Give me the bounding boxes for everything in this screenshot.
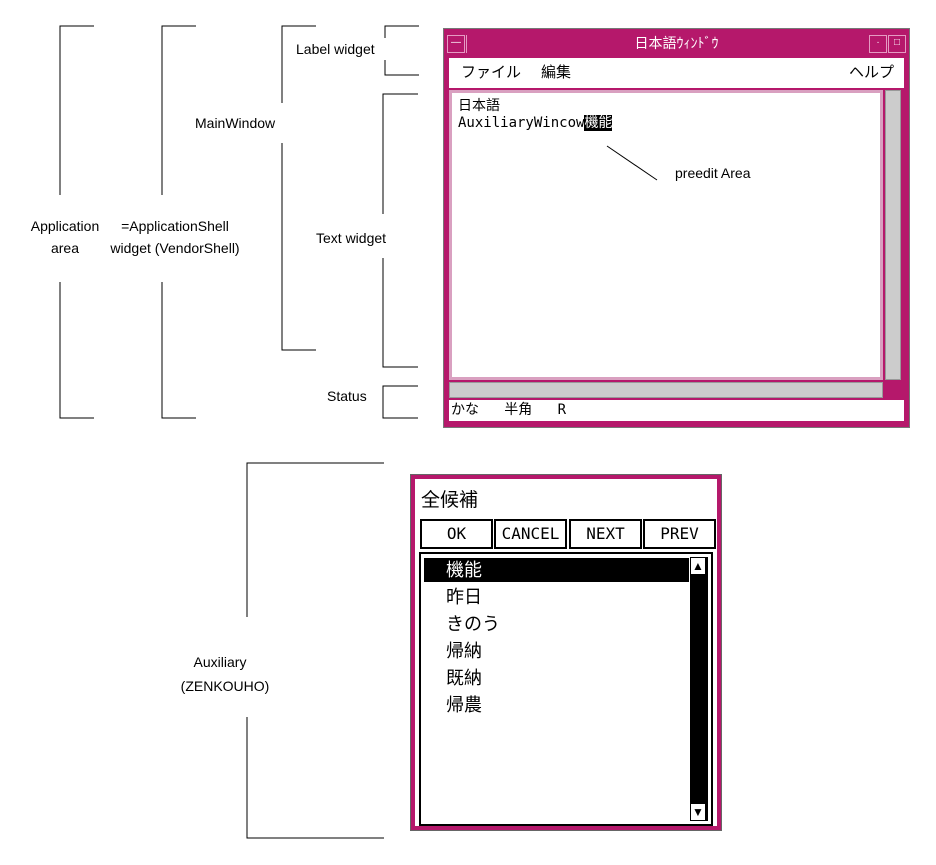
prev-button[interactable]: PREV bbox=[643, 519, 716, 549]
scroll-down-arrow-icon[interactable]: ▼ bbox=[690, 803, 706, 821]
horizontal-scrollbar[interactable] bbox=[449, 382, 883, 398]
next-button[interactable]: NEXT bbox=[569, 519, 642, 549]
vertical-scrollbar[interactable] bbox=[885, 90, 901, 380]
status-area: かな 半角 R bbox=[449, 400, 904, 421]
window-title: 日本語ｳｨﾝﾄﾞｳ bbox=[466, 35, 887, 53]
japanese-window: — 日本語ｳｨﾝﾄﾞｳ · □ ファイル 編集 ヘルプ 日本語 Auxiliar… bbox=[443, 28, 910, 428]
preedit-area-label: preedit Area bbox=[675, 165, 751, 181]
candidate-item[interactable]: 昨日 bbox=[446, 587, 482, 607]
minimize-button[interactable]: · bbox=[869, 35, 887, 53]
label-widget-label: Label widget bbox=[296, 38, 396, 60]
text-widget[interactable]: 日本語 AuxiliaryWincow機能 bbox=[449, 90, 883, 380]
auxiliary-window: 全候補 OK CANCEL NEXT PREV 機能 昨日 きのう 帰納 既納 … bbox=[410, 474, 722, 831]
application-shell-label: =ApplicationShell widget (VendorShell) bbox=[110, 215, 240, 259]
window-menu-button[interactable]: — bbox=[447, 35, 465, 53]
candidate-item[interactable]: 帰納 bbox=[446, 641, 482, 661]
status-hankaku: 半角 bbox=[504, 402, 533, 418]
candidate-list: 機能 昨日 きのう 帰納 既納 帰農 ▲ ▼ bbox=[419, 552, 713, 826]
ok-button[interactable]: OK bbox=[420, 519, 493, 549]
preedit-text: 機能 bbox=[584, 115, 613, 131]
text-line-1: 日本語 bbox=[458, 98, 500, 114]
preedit-pointer-line bbox=[606, 145, 658, 181]
scroll-up-arrow-icon[interactable]: ▲ bbox=[690, 557, 706, 575]
menu-help[interactable]: ヘルプ bbox=[848, 64, 894, 81]
candidate-item[interactable]: 帰農 bbox=[446, 695, 482, 715]
status-label: Status bbox=[327, 385, 377, 407]
menu-file[interactable]: ファイル bbox=[461, 64, 522, 81]
status-kana: かな bbox=[451, 402, 479, 418]
auxiliary-label: Auxiliary bbox=[170, 651, 270, 673]
text-line-2: AuxiliaryWincow bbox=[458, 115, 585, 131]
menu-bar: ファイル 編集 ヘルプ bbox=[449, 58, 904, 88]
candidate-item[interactable]: 既納 bbox=[446, 668, 482, 688]
cancel-button[interactable]: CANCEL bbox=[494, 519, 567, 549]
text-widget-label: Text widget bbox=[316, 227, 406, 249]
maximize-button[interactable]: □ bbox=[888, 35, 906, 53]
menu-edit[interactable]: 編集 bbox=[541, 64, 572, 81]
main-window-label: MainWindow bbox=[195, 112, 290, 134]
auxiliary-sub-label: (ZENKOUHO) bbox=[165, 675, 285, 697]
candidate-item[interactable]: 機能 bbox=[424, 558, 694, 582]
aux-title: 全候補 bbox=[421, 490, 479, 511]
candidate-item[interactable]: きのう bbox=[446, 614, 500, 634]
status-r: R bbox=[557, 402, 567, 418]
application-area-label: Application area bbox=[20, 215, 110, 259]
candidate-scrollbar[interactable]: ▲ ▼ bbox=[689, 556, 709, 822]
